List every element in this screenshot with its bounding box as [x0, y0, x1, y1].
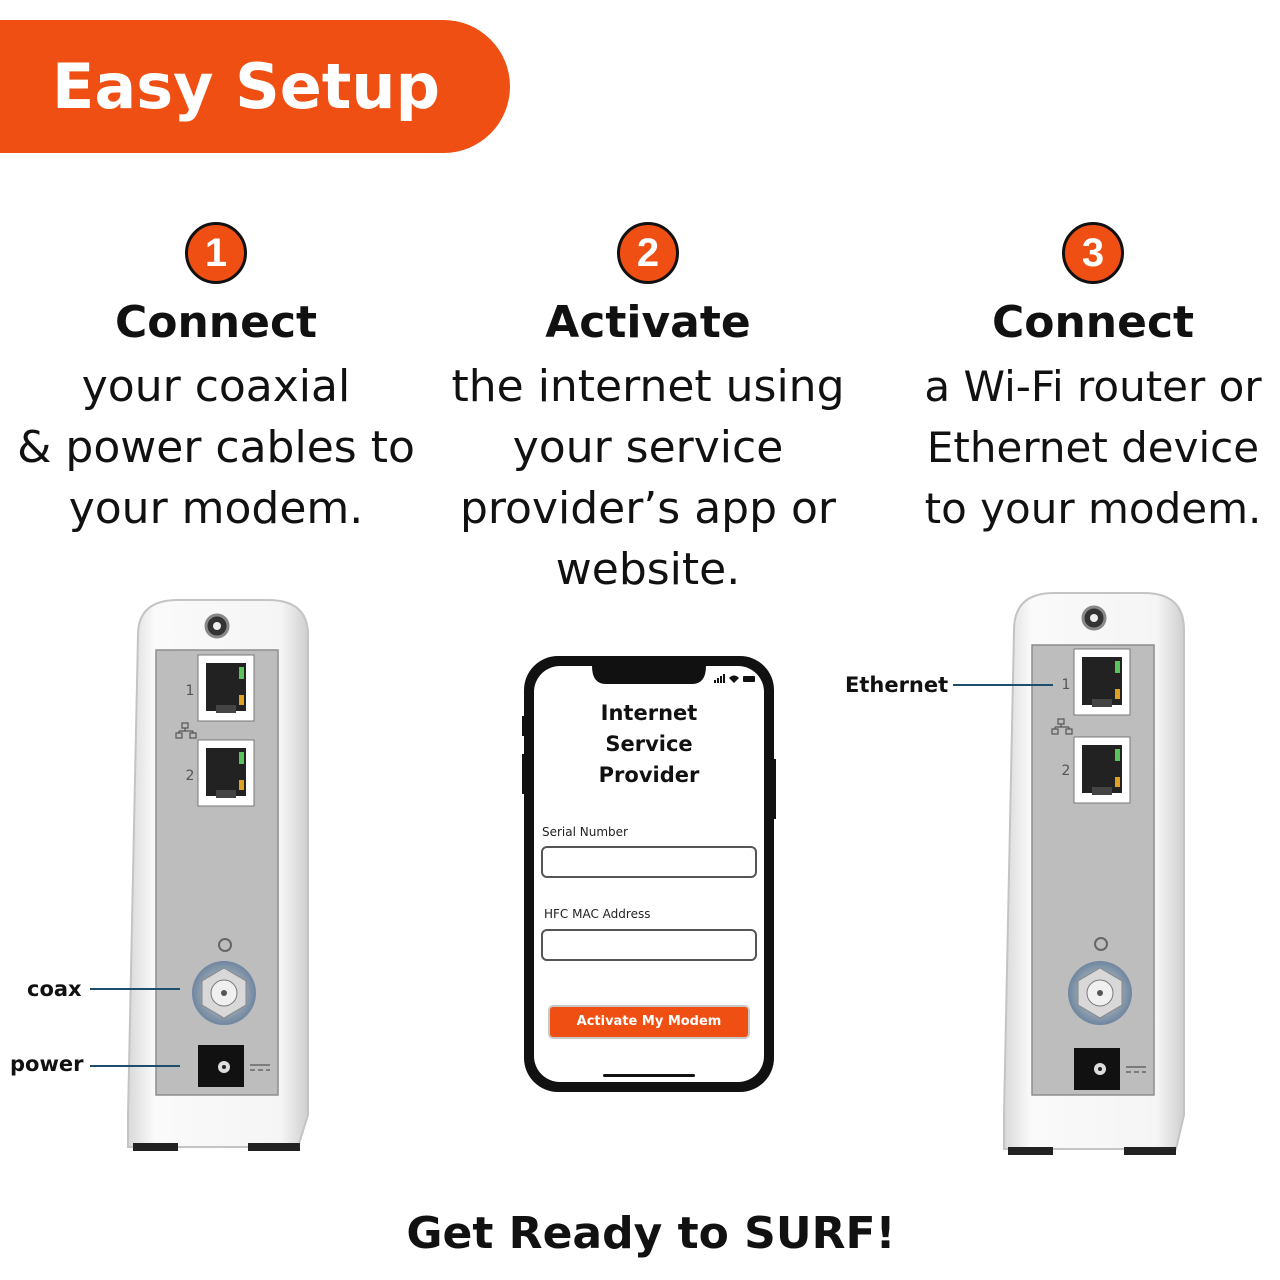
power-label: power [10, 1052, 84, 1076]
step-1-number-badge: 1 [185, 222, 247, 284]
ethernet-leader-line [953, 684, 1053, 686]
ethernet-port-icon [197, 654, 255, 722]
phone-isp-title-line: Provider [598, 763, 700, 787]
phone-status-icons [714, 674, 755, 683]
hfc-mac-address-label: HFC MAC Address [544, 907, 651, 921]
step-3-description: a Wi-Fi router or Ethernet device to you… [906, 356, 1280, 539]
ethernet-port-icon [1073, 648, 1131, 716]
modem-right-port-1-label: 1 [1062, 677, 1071, 693]
power-jack-icon [198, 1045, 270, 1087]
ethernet-port-icon [1073, 736, 1131, 804]
coax-connector-icon [1068, 937, 1132, 1025]
banner-title: Easy Setup [52, 50, 440, 123]
step-3-line: a Wi-Fi router or [924, 362, 1262, 411]
step-3-number-badge: 3 [1062, 222, 1124, 284]
step-2-number-badge: 2 [617, 222, 679, 284]
serial-number-label: Serial Number [542, 825, 628, 839]
step-1: 1 Connect your coaxial & power cables to… [0, 222, 432, 539]
ethernet-label: Ethernet [845, 673, 949, 697]
step-1-line: your modem. [68, 483, 364, 534]
coax-leader-line [90, 988, 180, 990]
step-3: 3 Connect a Wi-Fi router or Ethernet dev… [906, 222, 1280, 539]
ethernet-port-icon [197, 739, 255, 807]
modem-right-port-2-label: 2 [1062, 763, 1071, 779]
step-3-line: to your modem. [924, 484, 1262, 533]
phone-isp-title-line: Internet [600, 701, 698, 725]
step-1-description: your coaxial & power cables to your mode… [0, 356, 432, 539]
power-leader-line [90, 1065, 180, 1067]
coax-label: coax [27, 977, 82, 1001]
phone-isp-title: Internet Service Provider [540, 698, 758, 791]
step-1-title: Connect [114, 297, 318, 348]
step-1-line: your coaxial [81, 361, 351, 412]
network-symbol-icon [1051, 718, 1073, 735]
step-2-line: the internet using [451, 361, 845, 412]
phone-notch [592, 666, 706, 684]
serial-number-input[interactable] [541, 846, 757, 878]
phone-home-indicator [603, 1074, 695, 1077]
phone-isp-title-line: Service [605, 732, 693, 756]
step-1-line: & power cables to [17, 422, 415, 473]
coax-connector-icon [192, 938, 256, 1025]
modem-right-illustration: 1 2 [1003, 592, 1185, 1155]
footer-tagline: Get Ready to SURF! [406, 1208, 896, 1259]
modem-left-illustration: 1 2 [127, 599, 309, 1151]
step-2-line: website. [555, 544, 741, 595]
step-3-line: Ethernet device [926, 423, 1260, 472]
step-2-description: the internet using your service provider… [438, 356, 858, 600]
step-2-title: Activate [545, 297, 751, 348]
modem-left-port-2-label: 2 [186, 768, 195, 784]
modem-left-port-1-label: 1 [186, 683, 195, 699]
step-2-line: provider’s app or [459, 483, 837, 534]
banner: Easy Setup [0, 20, 510, 153]
hfc-mac-address-input[interactable] [541, 929, 757, 961]
step-3-title: Connect [991, 297, 1195, 348]
step-2-line: your service [512, 422, 784, 473]
network-symbol-icon [175, 722, 197, 739]
activate-my-modem-button[interactable]: Activate My Modem [548, 1005, 750, 1039]
step-2: 2 Activate the internet using your servi… [438, 222, 858, 600]
power-jack-icon [1074, 1048, 1146, 1090]
